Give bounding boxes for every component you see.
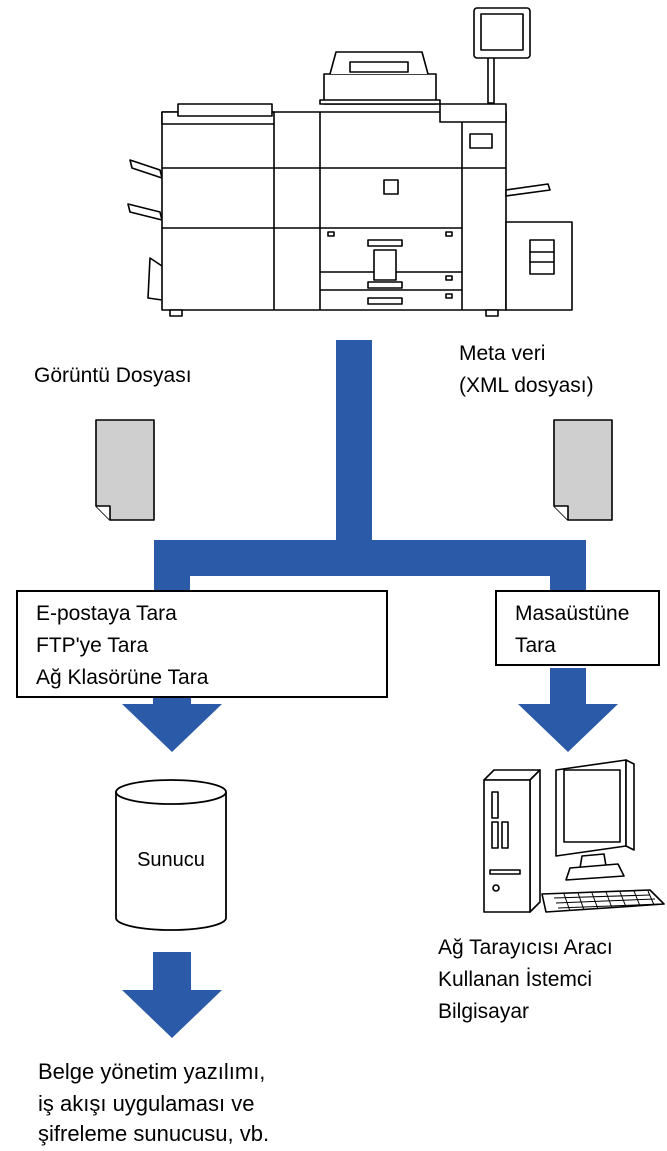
client-label-line3: Bilgisayar xyxy=(438,1000,530,1023)
document-icon xyxy=(553,419,613,521)
metadata-label-line2: (XML dosyası) xyxy=(459,374,594,397)
arrow-down-to-software xyxy=(122,952,222,1038)
arrow-down-to-server xyxy=(122,670,222,752)
scan-destinations-box: E-postaya Tara FTP'ye Tara Ağ Klasörüne … xyxy=(16,590,388,698)
scan-to-desktop-box: Masaüstüne Tara xyxy=(495,590,660,666)
server-label: Sunucu xyxy=(137,849,205,871)
image-file-label: Görüntü Dosyası xyxy=(34,364,192,387)
software-label-line2: iş akışı uygulaması ve xyxy=(38,1091,255,1116)
multifunction-printer-icon xyxy=(127,7,573,317)
flow-arrows xyxy=(122,340,618,1038)
scan-to-ftp-label: FTP'ye Tara xyxy=(36,634,149,657)
main-vertical-bar xyxy=(336,340,372,564)
scan-to-desktop-line2: Tara xyxy=(515,634,556,657)
document-icon xyxy=(95,419,155,521)
scan-to-email-label: E-postaya Tara xyxy=(36,602,177,625)
arrow-down-to-client xyxy=(518,668,618,752)
server-cylinder-icon xyxy=(115,779,227,931)
right-vertical-bar xyxy=(550,540,586,596)
client-label-line1: Ağ Tarayıcısı Aracı xyxy=(438,936,613,959)
left-vertical-bar xyxy=(154,540,190,596)
scan-to-desktop-line1: Masaüstüne xyxy=(515,602,630,625)
horizontal-split-bar xyxy=(154,540,586,576)
client-label-line2: Kullanan İstemci xyxy=(438,968,593,991)
scan-to-network-folder-label: Ağ Klasörüne Tara xyxy=(36,666,209,689)
desktop-computer-icon xyxy=(483,759,665,913)
software-label-line1: Belge yönetim yazılımı, xyxy=(38,1059,266,1084)
software-label-line3: şifreleme sunucusu, vb. xyxy=(38,1121,270,1146)
metadata-label-line1: Meta veri xyxy=(459,342,546,365)
